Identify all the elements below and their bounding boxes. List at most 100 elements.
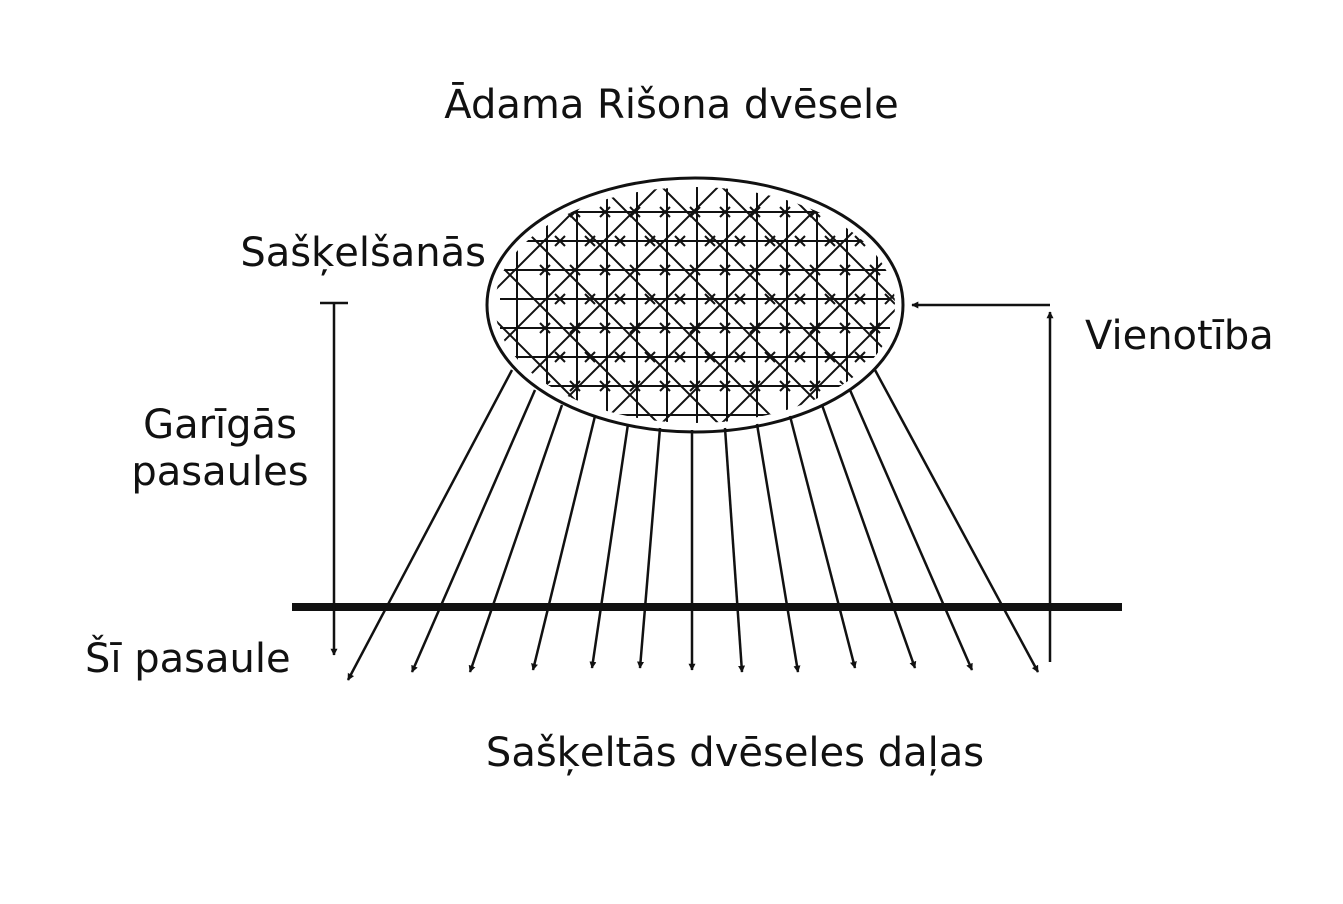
grid-node bbox=[584, 293, 596, 305]
grid-node bbox=[839, 322, 851, 334]
grid-node bbox=[614, 351, 626, 363]
grid-node bbox=[689, 322, 701, 334]
spiritual-worlds-arrow bbox=[320, 301, 348, 656]
label-spiritual-worlds: Garīgās pasaules bbox=[120, 402, 320, 496]
grid-node bbox=[809, 264, 821, 276]
grid-node bbox=[659, 264, 671, 276]
grid-node bbox=[884, 293, 895, 305]
grid-node bbox=[599, 380, 611, 392]
split-soul-arrow bbox=[848, 389, 974, 671]
grid-node bbox=[614, 235, 626, 247]
grid-node bbox=[749, 264, 761, 276]
grid-line-diagonal bbox=[1260, 185, 1343, 425]
grid-node bbox=[764, 293, 776, 305]
grid-line-diagonal bbox=[1080, 185, 1320, 425]
grid-line-diagonal bbox=[495, 187, 661, 423]
grid-node bbox=[779, 322, 791, 334]
grid-node bbox=[614, 293, 626, 305]
grid-line-diagonal bbox=[1020, 185, 1260, 425]
split-soul-arrow bbox=[820, 404, 917, 669]
grid-node bbox=[569, 380, 581, 392]
grid-node bbox=[629, 380, 641, 392]
grid-node bbox=[659, 206, 671, 218]
grid-node bbox=[824, 235, 836, 247]
grid-node bbox=[764, 351, 776, 363]
grid-node bbox=[689, 264, 701, 276]
grid-node bbox=[644, 235, 656, 247]
grid-node bbox=[554, 293, 566, 305]
grid-line-diagonal bbox=[240, 185, 480, 425]
grid-line-diagonal bbox=[1140, 185, 1343, 425]
grid-line-diagonal bbox=[495, 187, 541, 423]
grid-line-diagonal bbox=[495, 187, 601, 423]
grid-node bbox=[734, 293, 746, 305]
split-soul-arrow bbox=[346, 369, 514, 681]
label-spiritual-worlds-line2: pasaules bbox=[131, 449, 309, 496]
grid-node bbox=[734, 351, 746, 363]
grid-node bbox=[704, 351, 716, 363]
split-soul-arrow bbox=[723, 427, 746, 673]
grid-node bbox=[719, 380, 731, 392]
grid-line-diagonal bbox=[1260, 185, 1343, 425]
grid-line-diagonal bbox=[0, 185, 240, 425]
label-unity: Vienotība bbox=[1085, 313, 1274, 359]
label-splitting: Sašķelšanās bbox=[240, 230, 486, 276]
label-this-world: Šī pasaule bbox=[85, 636, 291, 682]
grid-node bbox=[689, 206, 701, 218]
grid-line-diagonal bbox=[1200, 185, 1343, 425]
grid-line-diagonal bbox=[495, 187, 541, 423]
grid-node bbox=[629, 264, 641, 276]
grid-node bbox=[779, 264, 791, 276]
grid-line-diagonal bbox=[539, 187, 781, 423]
split-soul-arrow bbox=[468, 404, 564, 673]
grid-node bbox=[734, 235, 746, 247]
grid-node bbox=[704, 235, 716, 247]
grid-line-diagonal bbox=[779, 187, 895, 423]
grid-node bbox=[659, 380, 671, 392]
grid-node bbox=[569, 264, 581, 276]
grid-node bbox=[599, 322, 611, 334]
grid-node bbox=[659, 322, 671, 334]
split-soul-arrow bbox=[755, 423, 801, 673]
grid-node bbox=[854, 293, 866, 305]
grid-node bbox=[839, 264, 851, 276]
grid-node bbox=[629, 206, 641, 218]
grid-node bbox=[749, 322, 761, 334]
grid-node bbox=[599, 264, 611, 276]
grid-line-diagonal bbox=[1320, 185, 1343, 425]
grid-line-diagonal bbox=[495, 187, 601, 423]
grid-line-diagonal bbox=[180, 185, 420, 425]
grid-line-diagonal bbox=[599, 187, 841, 423]
grid-node bbox=[719, 206, 731, 218]
grid-node bbox=[719, 322, 731, 334]
grid-node bbox=[674, 351, 686, 363]
grid-node bbox=[599, 206, 611, 218]
grid-node bbox=[674, 235, 686, 247]
grid-line-diagonal bbox=[0, 185, 240, 425]
grid-node bbox=[584, 351, 596, 363]
label-spiritual-worlds-line1: Garīgās bbox=[143, 402, 297, 448]
grid-line-diagonal bbox=[1020, 185, 1260, 425]
split-soul-arrow bbox=[788, 415, 857, 669]
grid-node bbox=[569, 322, 581, 334]
grid-node bbox=[554, 351, 566, 363]
grid-node bbox=[809, 380, 821, 392]
grid-node bbox=[674, 293, 686, 305]
label-split-soul-parts: Sašķeltās dvēseles daļas bbox=[485, 730, 985, 776]
grid-node bbox=[764, 235, 776, 247]
grid-node bbox=[854, 351, 866, 363]
grid-node bbox=[644, 293, 656, 305]
split-soul-arrow bbox=[873, 369, 1040, 673]
grid-node bbox=[794, 293, 806, 305]
grid-node bbox=[779, 380, 791, 392]
grid-line-diagonal bbox=[60, 185, 300, 425]
grid-node bbox=[749, 206, 761, 218]
unity-arrow bbox=[911, 301, 1054, 662]
split-soul-arrow bbox=[410, 389, 537, 673]
grid-line-diagonal bbox=[180, 185, 420, 425]
grid-node bbox=[794, 235, 806, 247]
grid-node bbox=[869, 380, 881, 392]
grid-node bbox=[779, 206, 791, 218]
grid-node bbox=[824, 351, 836, 363]
